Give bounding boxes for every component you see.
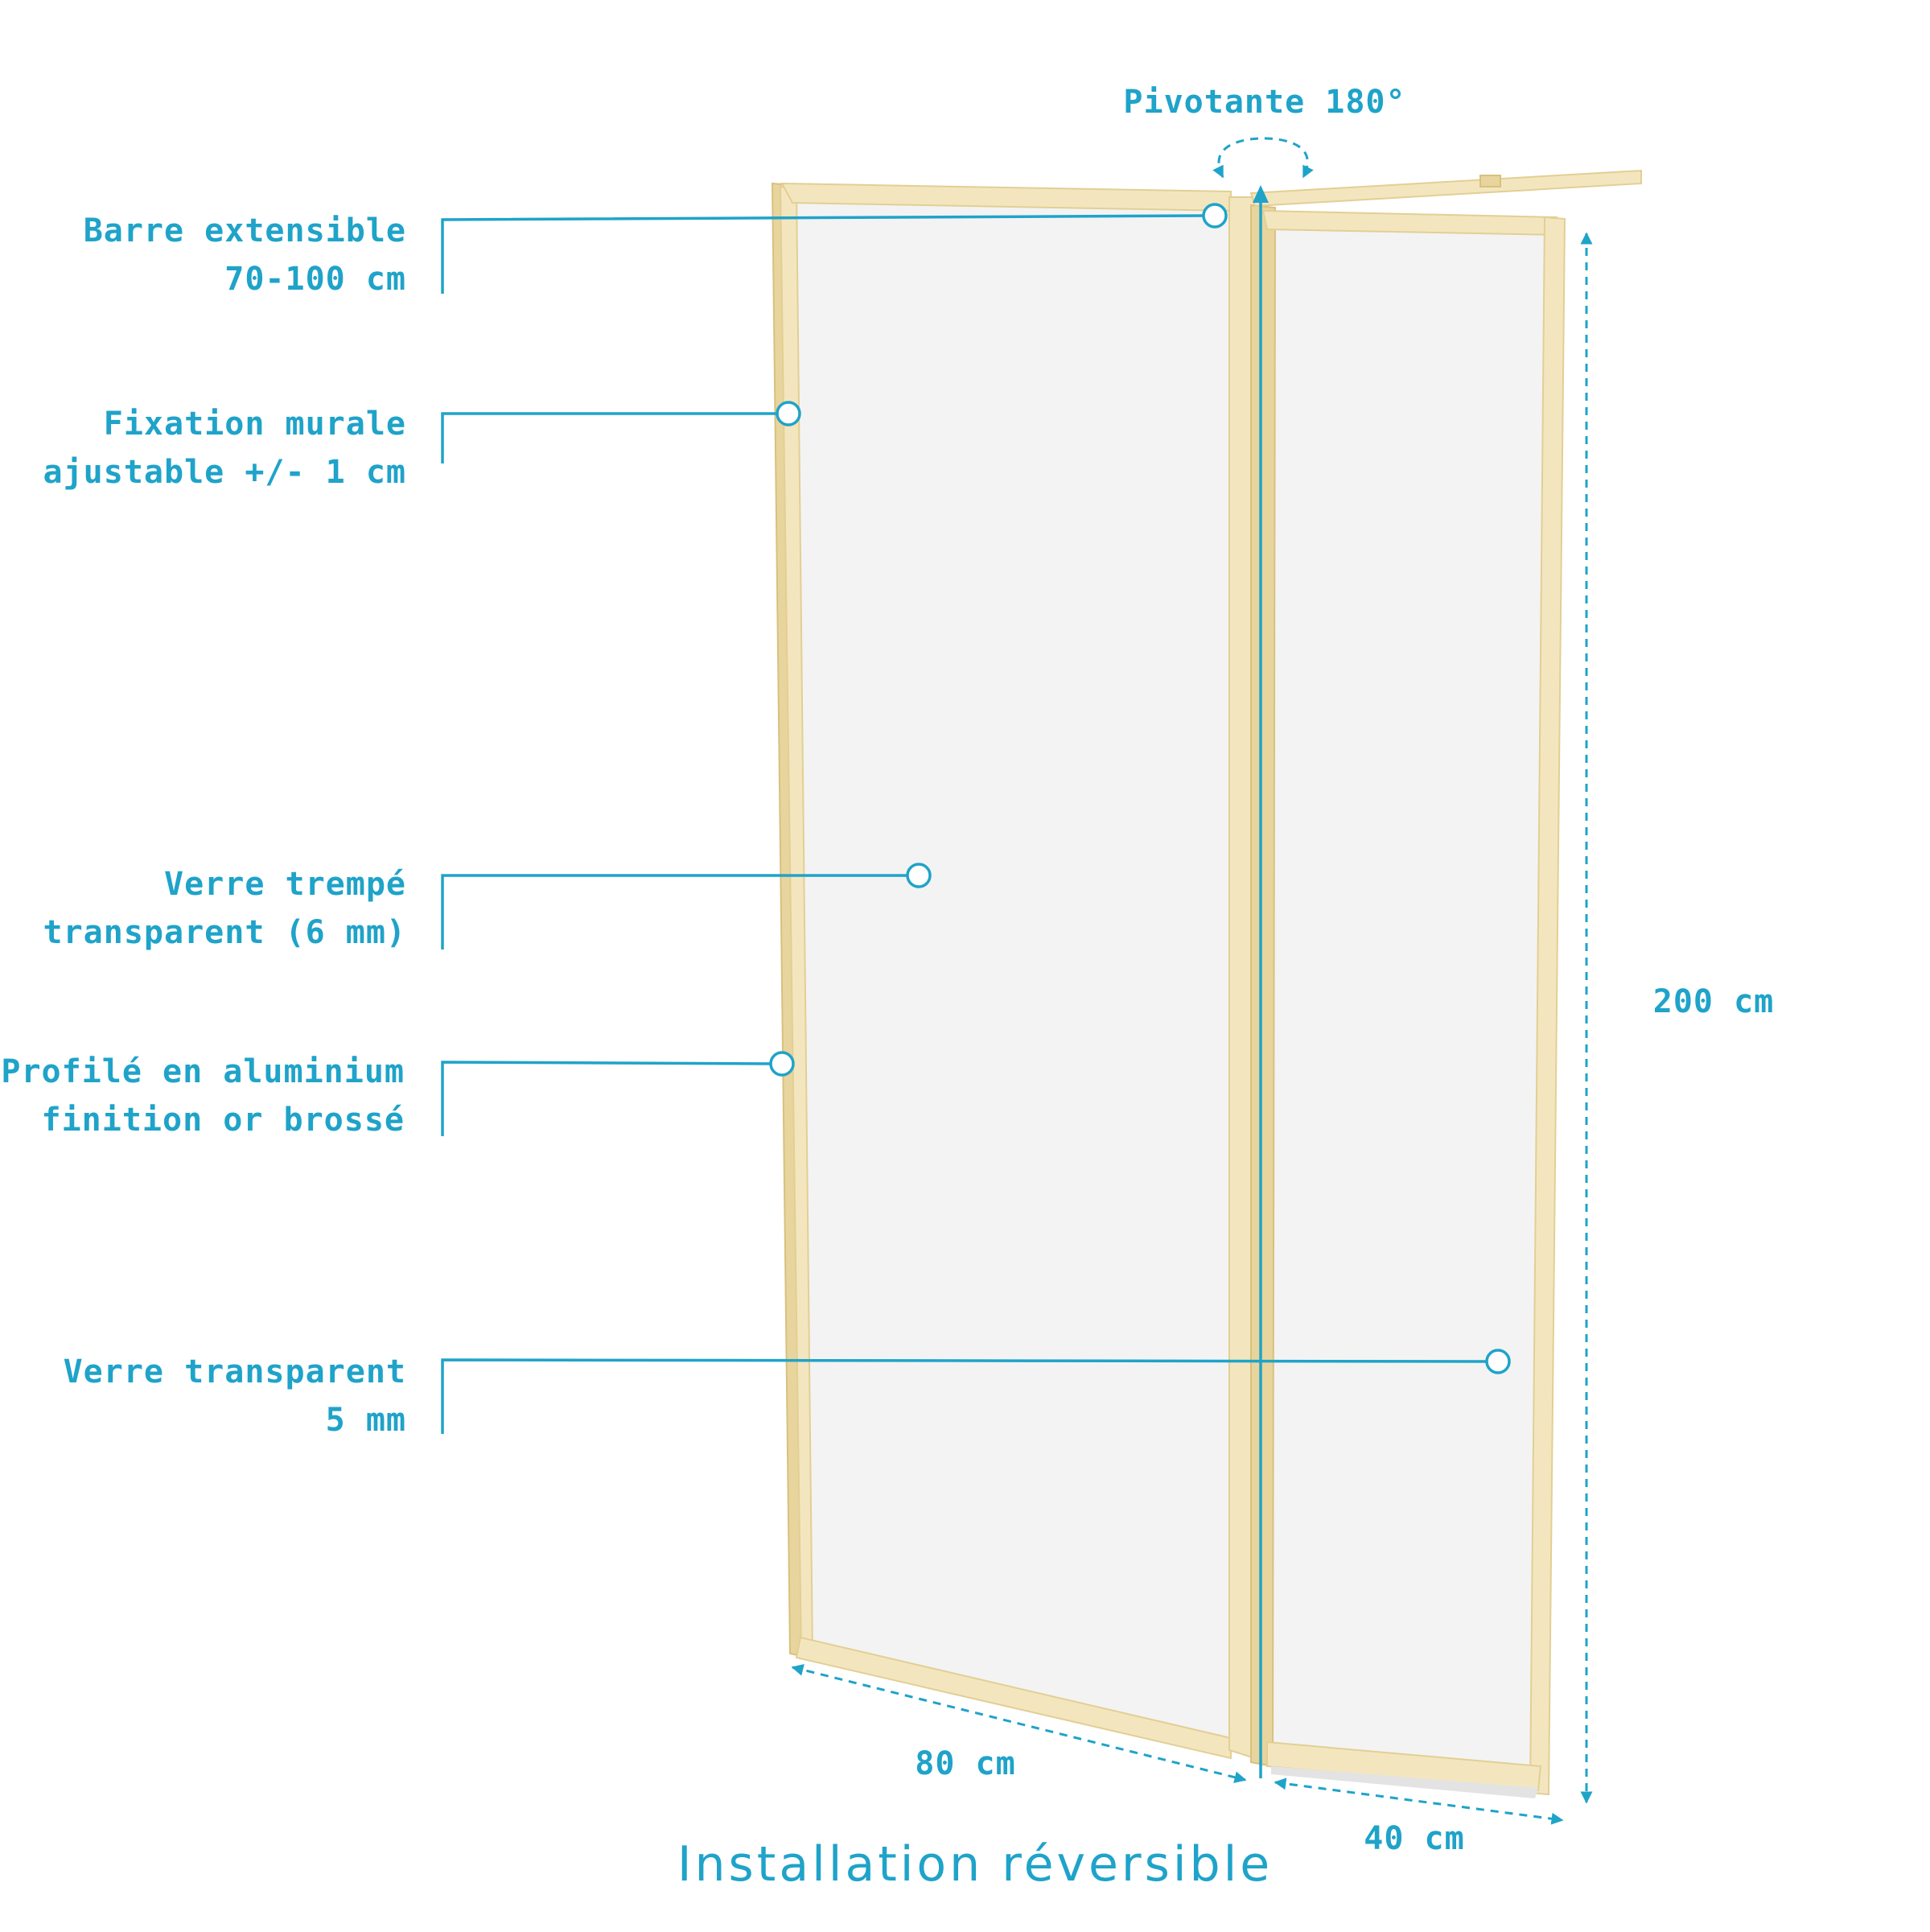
shower-screen-illustration [771, 169, 1642, 1798]
main-width-label: 80 cm [915, 1745, 1015, 1782]
callout-line2: ajustable +/- 1 cm [43, 454, 406, 491]
leader-dot [776, 401, 801, 426]
main-panel-glass [792, 197, 1229, 1750]
pivot-label: Pivotante 180° [1123, 84, 1405, 121]
extensible-bar [1249, 169, 1642, 208]
callout-barre-extensible: Barre extensible 70-100 cm [84, 203, 1228, 298]
dimension-main-width: 80 cm [791, 1663, 1247, 1784]
leader-dot [906, 863, 932, 888]
main-width-dimension-line [791, 1663, 1247, 1784]
leader-line [441, 1358, 1488, 1434]
callout-line1: Fixation murale [104, 406, 406, 443]
leader-dot [769, 1051, 795, 1077]
leader-dot [1485, 1349, 1511, 1374]
callout-line2: finition or brossé [42, 1102, 405, 1139]
callout-line1: Barre extensible [84, 212, 406, 249]
pivot-rotation-arrow [1212, 137, 1314, 179]
callout-profile-aluminium: Profilé en aluminium finition or brossé [1, 1051, 795, 1139]
callout-line1: Profilé en aluminium [1, 1053, 405, 1090]
height-label: 200 cm [1653, 983, 1775, 1020]
pivot-indicator: Pivotante 180° [1123, 84, 1405, 1778]
leader-line [441, 1061, 772, 1136]
callout-line2: 5 mm [326, 1402, 406, 1439]
dimension-height: 200 cm [1580, 232, 1775, 1804]
leader-line [441, 214, 1206, 294]
callout-line1: Verre transparent [64, 1353, 406, 1390]
callout-verre-trempe: Verre trempé transparent (6 mm) [43, 863, 932, 951]
callout-verre-transparent: Verre transparent 5 mm [64, 1349, 1511, 1439]
footer-title: Installation réversible [677, 1836, 1273, 1893]
flap-panel-glass [1270, 227, 1553, 1774]
leader-dot [1202, 203, 1228, 229]
pivot-axis-arrow [1253, 185, 1269, 203]
dimension-flap-width: 40 cm [1274, 1778, 1564, 1857]
leader-line [441, 874, 907, 950]
flap-width-label: 40 cm [1364, 1820, 1464, 1857]
bar-end-cap [1479, 175, 1501, 187]
pivot-hinge-column [1250, 204, 1277, 1768]
callout-fixation-murale: Fixation murale ajustable +/- 1 cm [43, 401, 801, 491]
callout-line2: transparent (6 mm) [43, 914, 406, 951]
callout-line2: 70-100 cm [224, 261, 406, 298]
callout-line1: Verre trempé [164, 866, 406, 903]
leader-line [441, 412, 777, 463]
flap-width-dimension-line [1274, 1778, 1564, 1825]
